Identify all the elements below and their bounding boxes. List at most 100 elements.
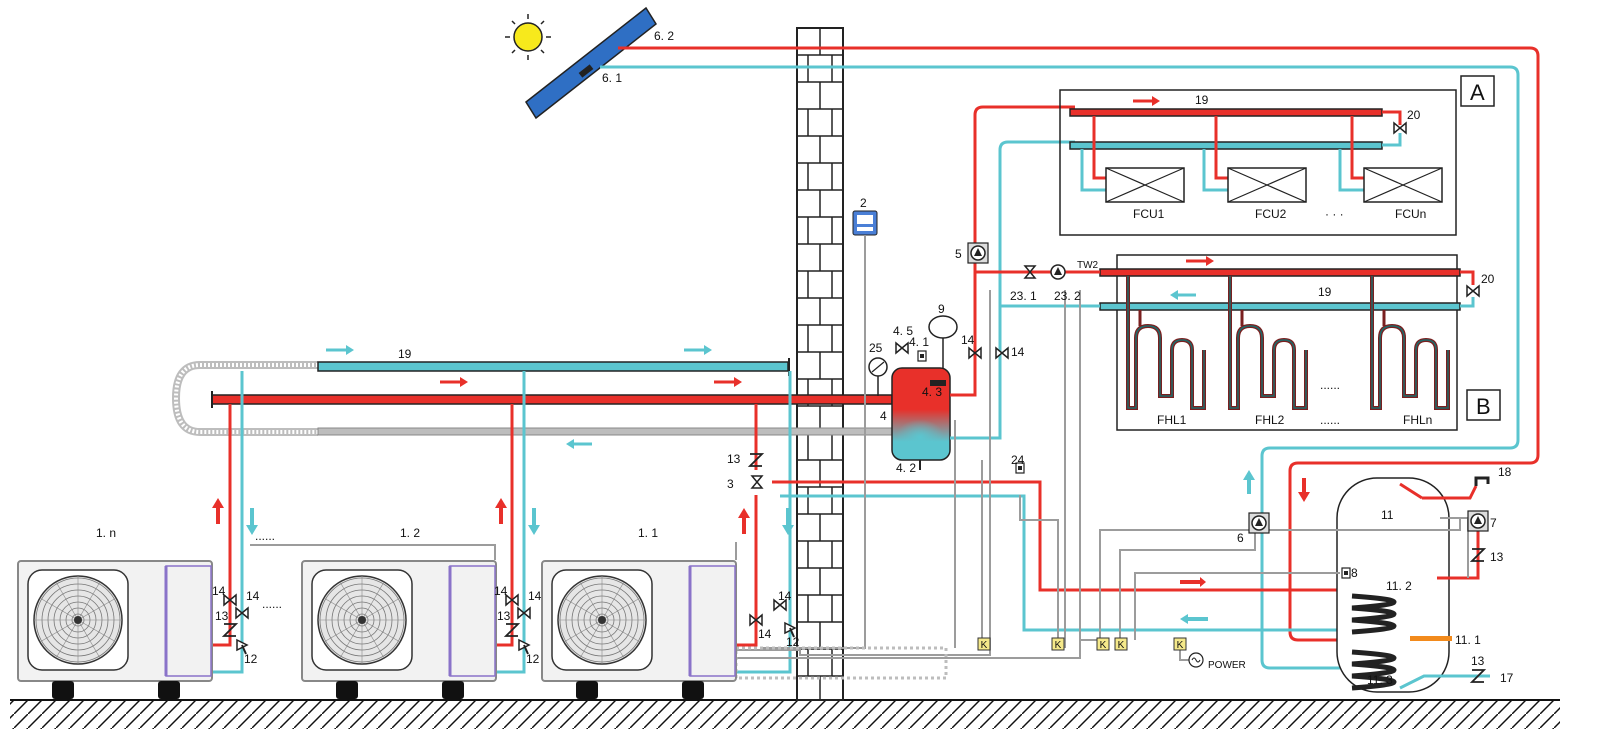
outdoor-unit-11 [541,560,737,699]
shutoff-valve-icon [1393,121,1407,135]
label-sensor-8: 8 [1351,566,1358,580]
label-solar-6-1: 6. 1 [602,71,622,85]
shutoff-valve-icon [749,613,763,627]
three-way-valve-icon [750,475,764,489]
temperature-sensor-icon [1015,462,1025,474]
shutoff-valve-icon [995,346,1009,360]
label-expansion-9: 9 [938,302,945,316]
label-filter-12: 12 [786,635,800,649]
fan-coil-unit [1202,116,1307,203]
label-dhw-tank: 11 [1381,508,1394,522]
label-fhln: FHLn [1403,413,1432,427]
label-header-19: 19 [398,347,412,361]
shutoff-valve-icon [1466,284,1480,298]
label-check-13: 13 [1490,550,1504,564]
shutoff-valve-icon [223,593,237,607]
fan-coil-unit [1338,116,1443,203]
label-fhl-dots2: ...... [1320,413,1340,427]
label-gauge-25: 25 [869,341,883,355]
temperature-sensor-icon [1341,567,1351,579]
solar-panel [525,6,657,120]
label-dhw-11-2: 11. 2 [1386,579,1412,593]
label-shutoff-14: 14 [212,584,226,598]
outdoor-unit-12 [301,560,497,699]
pressure-gauge [868,357,888,396]
buffer-tank [891,105,1075,470]
ground [10,699,1560,729]
label-check-13: 13 [497,609,511,623]
check-valve-icon [1469,548,1487,562]
temperature-sensor-icon [917,350,927,362]
shutoff-valve-icon [773,598,787,612]
outdoor-unit-1n [17,560,213,699]
check-valve-icon [503,623,521,637]
label-tank-4-5: 4. 5 [893,324,913,338]
floor-heating-loop [1228,276,1308,410]
label-header-19: 19 [1195,93,1209,107]
faucet-icon [1474,476,1490,486]
label-solar-6-2: 6. 2 [654,29,674,43]
label-purge-20: 20 [1407,108,1421,122]
main-header-loop [171,358,894,436]
label-fhl-dots1: ...... [1320,378,1340,392]
contactor-label: K [981,640,988,651]
label-fcun: FCUn [1395,207,1426,221]
label-check-13: 13 [215,609,229,623]
wall [796,27,844,701]
dhw-tank [1336,477,1490,693]
label-tank-4-1: 4. 1 [909,335,929,349]
circulation-pump-icon [1248,512,1270,534]
label-unit-n: 1. n [96,526,116,540]
label-header-19: 19 [1318,285,1332,299]
label-cold-in-17: 17 [1500,671,1514,685]
label-shutoff-14: 14 [528,589,542,603]
label-mix-23-1: 23. 1 [1010,289,1037,303]
label-tank-4-3: 4. 3 [922,385,942,399]
label-shutoff-14: 14 [758,627,772,641]
filter-icon [784,621,797,638]
label-tank: 4 [880,409,887,423]
label-tank-4-2: 4. 2 [896,461,916,475]
contactor-label: K [1177,640,1184,651]
label-shutoff-14: 14 [778,589,792,603]
label-valve-3: 3 [727,477,734,491]
label-fcu1: FCU1 [1133,207,1165,221]
power-icon [1188,652,1204,668]
label-filter-12: 12 [526,652,540,666]
label-tw2: TW2 [1077,260,1099,271]
label-filter-12: 12 [244,652,258,666]
label-controller: 2 [860,196,867,210]
expansion-vessel [928,315,958,368]
fan-coil-box-a [1059,75,1495,236]
label-shutoff-14: 14 [246,589,260,603]
label-unit-2: 1. 2 [400,526,420,540]
check-valve-icon [1469,669,1487,683]
label-fhl1: FHL1 [1157,413,1187,427]
check-valve-icon [747,453,765,467]
mixing-valve-icon [1023,265,1037,279]
label-pump-23-2: 23. 2 [1054,289,1081,303]
label-fcu2: FCU2 [1255,207,1287,221]
label-shutoff-14: 14 [1011,345,1025,359]
floor-heating-box-b [1099,254,1501,431]
label-power: POWER [1208,660,1246,671]
contactor-label: K [1100,640,1107,651]
label-unit-1: 1. 1 [638,526,658,540]
label-box-a: A [1470,80,1485,105]
floor-heating-loop [1126,276,1206,410]
circulation-pump-icon [1467,510,1489,532]
contactor-label: K [1118,640,1125,651]
floor-heating-loop [1370,276,1450,410]
filter-icon [518,638,531,655]
label-hot-out-18: 18 [1498,465,1512,479]
label-fcu-dots: · · · [1325,207,1344,221]
check-valve-icon [221,623,239,637]
label-pump-7: 7 [1490,516,1497,530]
label-dhw-11-3: 11. 3 [1367,673,1393,687]
label-sensor-24: 24 [1011,453,1025,467]
label-check-13: 13 [1471,654,1485,668]
label-pump-5: 5 [955,247,962,261]
label-dhw-11-1: 11. 1 [1455,633,1481,647]
circulation-pump-icon [967,242,989,264]
